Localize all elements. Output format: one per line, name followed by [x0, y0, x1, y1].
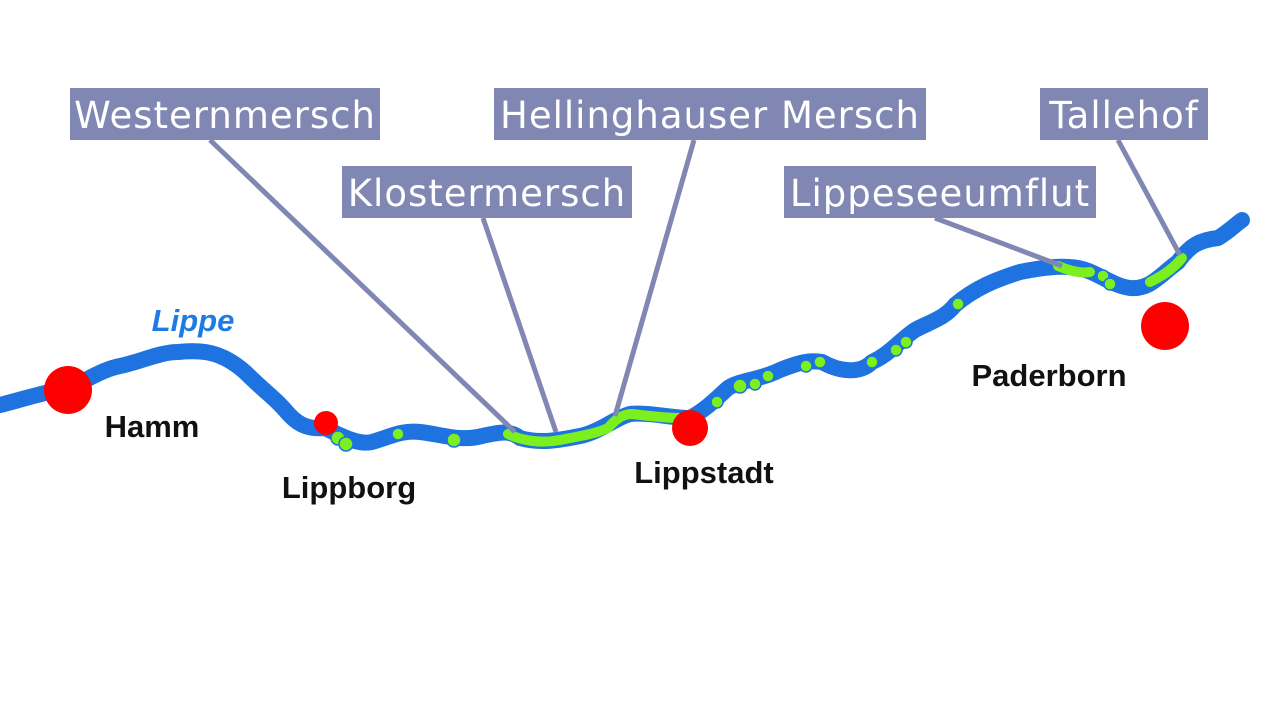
city-label-lippborg: Lippborg — [282, 470, 416, 505]
leader-line-hellinghauser-mersch — [612, 139, 697, 417]
restored-sections — [330, 269, 1117, 452]
leader-line-klostermersch — [480, 217, 559, 433]
restored-point — [865, 355, 879, 369]
restored-segment-hellinghausen — [627, 409, 685, 423]
site-label-lippeseeumflut: Lippeseeumflut — [790, 172, 1090, 215]
site-label-box-tallehof — [1040, 88, 1208, 140]
city-label-paderborn: Paderborn — [971, 358, 1126, 393]
river-label: Lippe — [152, 303, 235, 338]
site-label-tallehof: Tallehof — [1048, 94, 1199, 137]
city-marker-lippborg — [314, 411, 338, 435]
leader-line-westernmersch — [208, 138, 517, 434]
city-label-hamm: Hamm — [105, 409, 200, 444]
restored-segment-westernmersch-klostermersch — [503, 409, 637, 447]
restored-point — [951, 297, 965, 311]
restored-point — [813, 355, 827, 369]
restored-point — [799, 359, 813, 373]
site-label-klostermersch: Klostermersch — [348, 172, 626, 215]
city-marker-paderborn — [1141, 302, 1189, 350]
city-label-lippstadt: Lippstadt — [634, 455, 774, 490]
restored-point — [899, 335, 913, 349]
site-label-hellinghauser-mersch: Hellinghauser Mersch — [500, 94, 920, 137]
site-label-box-hellinghauser-mersch — [494, 88, 926, 140]
restored-point — [889, 343, 903, 357]
restored-point — [732, 378, 748, 394]
leader-line-lippeseeumflut — [934, 215, 1063, 269]
restored-point — [1103, 277, 1117, 291]
city-marker-hamm — [44, 366, 92, 414]
restored-segment-tallehof — [1145, 253, 1187, 287]
site-label-box-lippeseeumflut — [784, 166, 1096, 218]
city-marker-lippstadt — [672, 410, 708, 446]
restored-point — [761, 369, 775, 383]
restored-point — [338, 436, 354, 452]
leader-line-tallehof — [1115, 138, 1183, 257]
restored-point — [446, 432, 462, 448]
site-label-box-klostermersch — [342, 166, 632, 218]
restored-point — [391, 427, 405, 441]
restored-point — [710, 395, 724, 409]
site-label-westernmersch: Westernmersch — [74, 94, 376, 137]
restored-point — [748, 377, 762, 391]
site-label-box-westernmersch — [70, 88, 380, 140]
